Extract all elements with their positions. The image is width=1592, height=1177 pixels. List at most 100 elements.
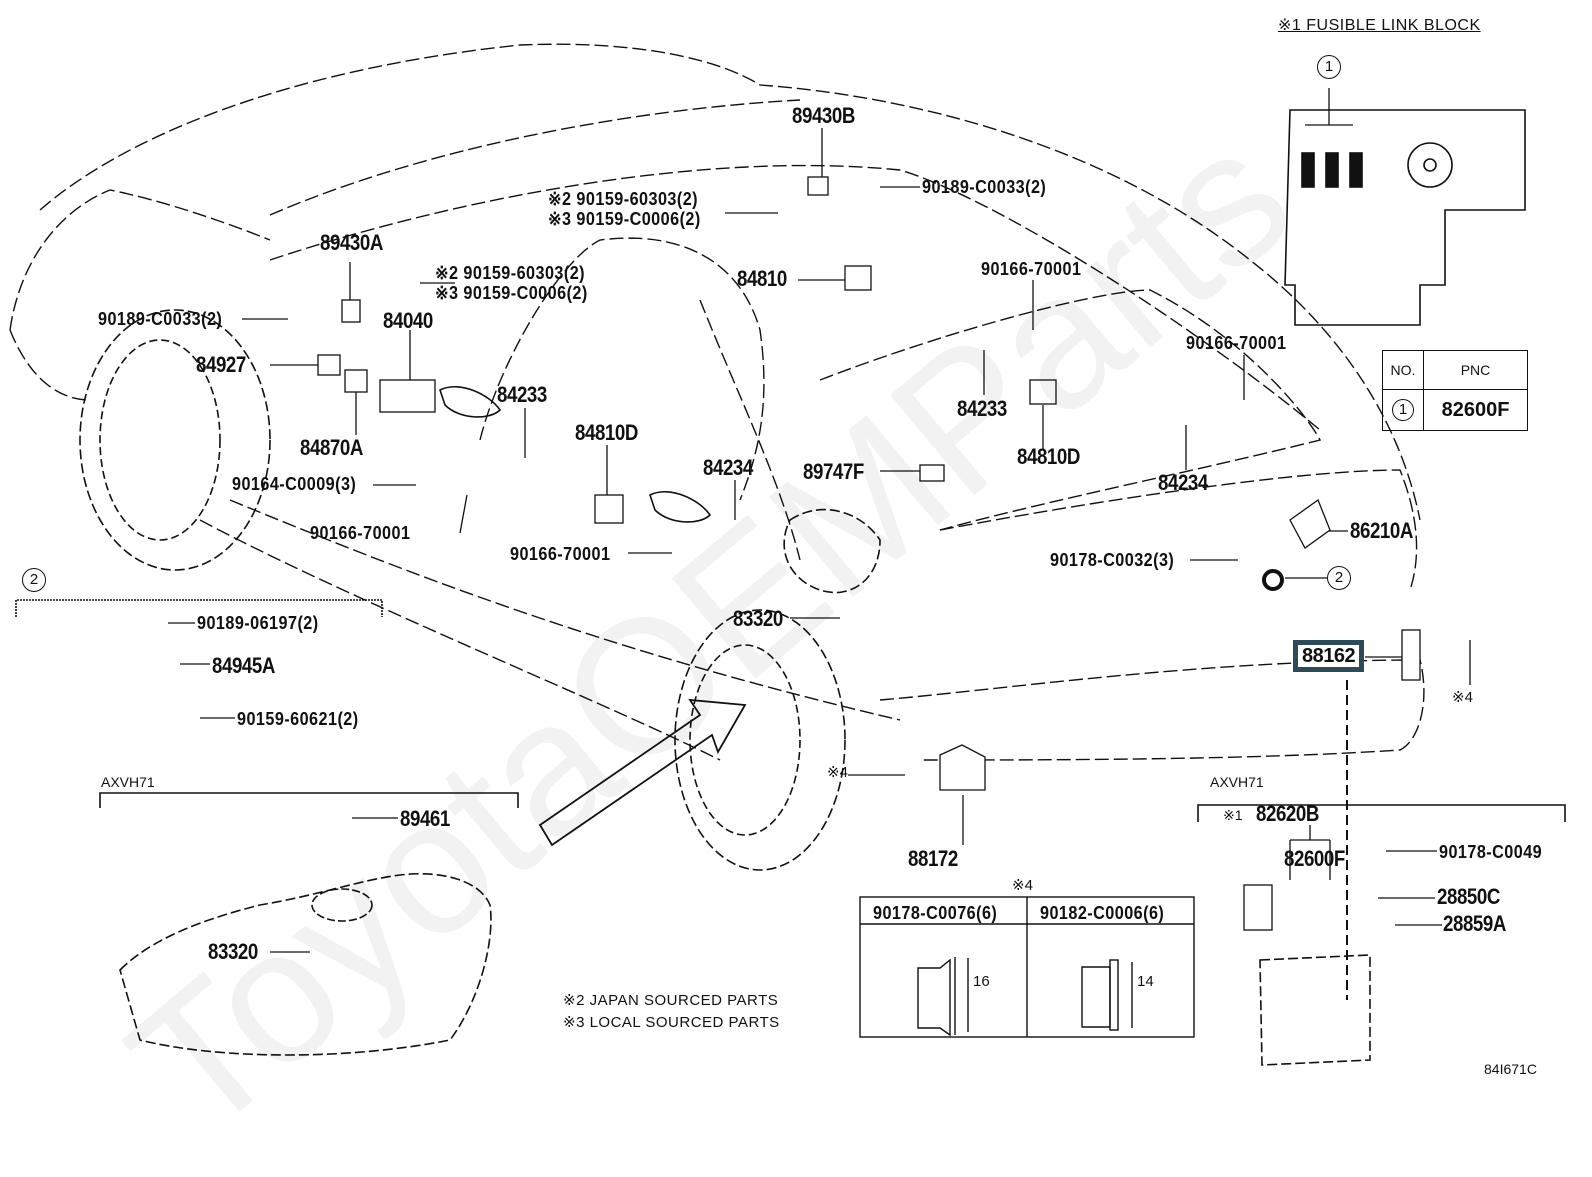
- part-89430B-glyph: [807, 176, 829, 196]
- pnc-row-pnc[interactable]: 82600F: [1423, 389, 1528, 431]
- part-84810[interactable]: 84810: [737, 266, 787, 291]
- part-82620B[interactable]: 82620B: [1256, 801, 1319, 826]
- nut-dimension-1: 16: [973, 973, 990, 990]
- front-wheel-inner: [99, 339, 221, 541]
- terminal-stud: [1423, 158, 1437, 172]
- part-84810D-right[interactable]: 84810D: [1017, 444, 1080, 469]
- vehicle-line-drawing: [9, 43, 1566, 1066]
- car-roof-outline: [39, 43, 1421, 521]
- part-89461[interactable]: 89461: [400, 806, 450, 831]
- part-83320-tank[interactable]: 83320: [208, 939, 258, 964]
- car-c-pillar: [699, 299, 801, 561]
- fusible-link-block-outline: [1284, 109, 1526, 326]
- note-4-right: ※4: [1452, 689, 1473, 706]
- part-90166-70001-b[interactable]: 90166-70001: [510, 544, 611, 564]
- part-84870A-glyph: [344, 369, 368, 393]
- part-84040[interactable]: 84040: [383, 308, 433, 333]
- car-bumper: [879, 659, 1425, 761]
- part-82600F-glyph: [1243, 884, 1273, 931]
- car-trunk-lid: [939, 469, 1418, 591]
- inset-2-reference-callout[interactable]: 2: [1327, 566, 1351, 590]
- front-wheel: [79, 309, 271, 571]
- part-88162-highlighted[interactable]: 88162: [1293, 640, 1365, 672]
- part-90178-C0032[interactable]: 90178-C0032(3): [1050, 550, 1175, 570]
- part-84927[interactable]: 84927: [196, 352, 246, 377]
- part-88172[interactable]: 88172: [908, 846, 958, 871]
- car-windshield: [269, 99, 801, 216]
- part-84234-right[interactable]: 84234: [1158, 470, 1208, 495]
- car-rear-window: [819, 289, 1322, 531]
- nut-14: [1081, 966, 1111, 1028]
- part-90166-70001-a[interactable]: 90166-70001: [310, 523, 411, 543]
- part-82600F[interactable]: 82600F: [1284, 846, 1345, 871]
- part-84233-left[interactable]: 84233: [497, 382, 547, 407]
- part-84945A[interactable]: 84945A: [212, 653, 275, 678]
- fuse-1: [1301, 152, 1315, 188]
- car-door-front: [479, 237, 765, 501]
- door-handle-front: [439, 385, 502, 418]
- part-88162-glyph: [1401, 629, 1421, 681]
- part-90159-C0006-b[interactable]: ※3 90159-C0006(2): [435, 283, 588, 303]
- note-4-center: ※4: [827, 764, 848, 781]
- door-handle-rear: [649, 490, 712, 523]
- part-90178-C0049[interactable]: 90178-C0049: [1439, 842, 1543, 862]
- part-90189-C0033-top[interactable]: 90189-C0033(2): [922, 177, 1047, 197]
- car-door-line: [229, 499, 901, 721]
- view-arrow: [538, 698, 747, 847]
- battery: [1259, 954, 1371, 1066]
- part-84870A[interactable]: 84870A: [300, 435, 363, 460]
- inset-battery-model: AXVH71: [1210, 774, 1264, 790]
- car-hood: [9, 189, 271, 331]
- part-88172-glyph: [939, 744, 986, 791]
- drawing-code: 84I671C: [1484, 1061, 1537, 1077]
- part-28850C[interactable]: 28850C: [1437, 884, 1500, 909]
- part-89430A-glyph: [341, 299, 361, 323]
- car-front-fascia: [9, 329, 91, 401]
- part-90189-C0033-left[interactable]: 90189-C0033(2): [98, 309, 223, 329]
- part-84810-glyph: [844, 265, 872, 291]
- part-89747F-glyph: [919, 464, 945, 482]
- pump-opening: [311, 888, 373, 922]
- part-84810D-left-glyph: [594, 494, 624, 524]
- part-90166-70001-d[interactable]: 90166-70001: [1186, 333, 1287, 353]
- part-84234-left[interactable]: 84234: [703, 455, 753, 480]
- fusible-link-block-title: ※1 FUSIBLE LINK BLOCK: [1278, 17, 1481, 34]
- rear-wheel: [674, 609, 846, 871]
- nut-table-part-2[interactable]: 90182-C0006(6): [1040, 903, 1165, 923]
- car-rocker: [199, 519, 721, 761]
- part-28859A[interactable]: 28859A: [1443, 911, 1506, 936]
- nut-table-part-1[interactable]: 90178-C0076(6): [873, 903, 998, 923]
- car-side-upper: [269, 164, 1321, 431]
- part-89747F[interactable]: 89747F: [803, 459, 864, 484]
- part-90166-70001-c[interactable]: 90166-70001: [981, 259, 1082, 279]
- pnc-table: NO. PNC 1 82600F: [1382, 350, 1528, 431]
- part-90159-60621[interactable]: 90159-60621(2): [237, 709, 359, 729]
- part-89430B[interactable]: 89430B: [792, 103, 855, 128]
- part-84810D-left[interactable]: 84810D: [575, 420, 638, 445]
- part-89430A[interactable]: 89430A: [320, 230, 383, 255]
- part-90159-60303-a[interactable]: ※2 90159-60303(2): [548, 189, 699, 209]
- part-90159-C0006-a[interactable]: ※3 90159-C0006(2): [548, 209, 701, 229]
- grommet-glyph: [1262, 569, 1284, 591]
- part-84233-right[interactable]: 84233: [957, 396, 1007, 421]
- part-90164-C0009[interactable]: 90164-C0009(3): [232, 474, 357, 494]
- inset-tank-model: AXVH71: [101, 774, 155, 790]
- part-90189-06197[interactable]: 90189-06197(2): [197, 613, 319, 633]
- rear-wheel-inner: [689, 644, 801, 836]
- inset-2-bracket: [15, 599, 383, 617]
- inset-tank-bracket: [99, 792, 519, 808]
- flange-nut-16: [917, 958, 951, 1037]
- fuse-2: [1325, 152, 1339, 188]
- inset-battery-bracket: [1197, 804, 1566, 822]
- part-83320-car[interactable]: 83320: [733, 606, 783, 631]
- part-90159-60303-b[interactable]: ※2 90159-60303(2): [435, 263, 586, 283]
- fuse-3: [1349, 152, 1363, 188]
- fusible-link-callout: 1: [1317, 55, 1341, 79]
- pnc-row-no: 1: [1392, 399, 1414, 421]
- part-84810D-right-glyph: [1029, 379, 1057, 405]
- nut-dimension-2: 14: [1137, 973, 1154, 990]
- pnc-header-no: NO.: [1382, 350, 1424, 390]
- part-86210A-glyph: [1289, 498, 1331, 549]
- part-86210A[interactable]: 86210A: [1350, 518, 1413, 543]
- terminal-circle: [1407, 142, 1453, 188]
